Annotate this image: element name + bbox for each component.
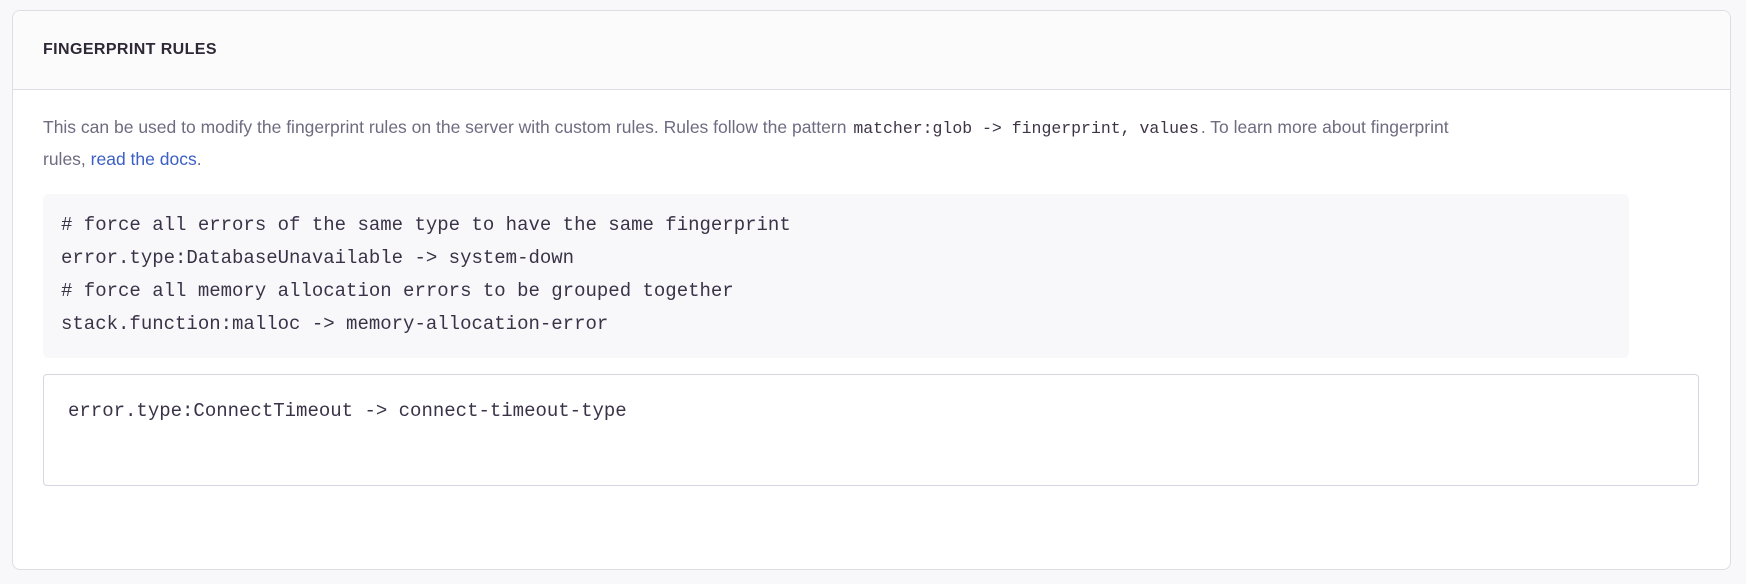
description-text-part-1: This can be used to modify the fingerpri…: [43, 117, 852, 137]
read-the-docs-link[interactable]: read the docs: [90, 149, 197, 169]
code-sample-text: # force all errors of the same type to h…: [61, 214, 791, 335]
page-title: FINGERPRINT RULES: [43, 41, 217, 58]
fingerprint-rules-input[interactable]: [43, 374, 1699, 486]
inline-code-matcher-pattern: matcher:glob -> fingerprint,: [853, 119, 1131, 138]
panel-body: This can be used to modify the fingerpri…: [13, 90, 1730, 486]
inline-code-values: values: [1139, 119, 1199, 138]
code-sample-block: # force all errors of the same type to h…: [43, 194, 1629, 358]
description-text-part-2: . To learn more about fingerprint rules,: [43, 117, 1449, 169]
description-text-part-3: .: [196, 149, 202, 169]
panel-header: FINGERPRINT RULES: [13, 11, 1730, 90]
fingerprint-rules-panel: FINGERPRINT RULES This can be used to mo…: [12, 10, 1731, 570]
panel-description: This can be used to modify the fingerpri…: [43, 112, 1463, 174]
